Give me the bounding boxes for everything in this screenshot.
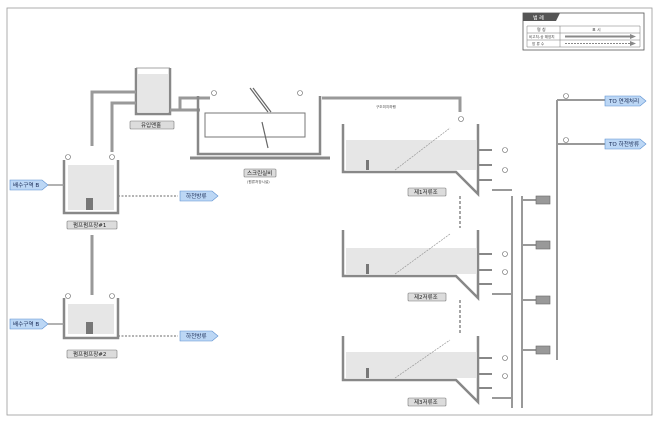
discharge-1-label: 하천방류 <box>186 192 207 200</box>
screen-chamber: 스크린실비 (원류저장시설) 구조미지하행 <box>190 87 396 184</box>
screen-chamber-sublabel: (원류저장시설) <box>247 179 270 184</box>
sed-tank-3-label: 제3저류조 <box>414 398 438 406</box>
sed-tank-1: 제1저류조 <box>341 124 492 198</box>
discharge-2-label: 하천방류 <box>186 332 207 340</box>
legend-header-symbol: 표 시 <box>592 27 601 32</box>
discharge-arrow-1: 하천방류 <box>118 190 219 202</box>
pumps <box>535 195 551 355</box>
sed-tank-2: 제2저류조 <box>341 230 492 302</box>
legend-row1-name: 비고처-상 해양치 <box>529 34 555 39</box>
legend-header-name: 명 칭 <box>537 26 546 32</box>
pump-manifold <box>492 99 605 408</box>
input-2-label: 배수구역 B <box>13 320 39 328</box>
to-process-label: TO 연계처리 <box>608 97 639 105</box>
legend-row2-name: 방 류 수 <box>532 41 545 46</box>
pump-station-1: 펌프펌프장#1 <box>62 160 120 230</box>
main-pipes <box>90 90 462 295</box>
input-1-label: 배수구역 B <box>13 181 39 189</box>
sed-tank-1-label: 제1저류조 <box>414 188 438 196</box>
sed-tank-3: 제3저류조 <box>341 336 492 407</box>
to-river-label: TO 하천방류 <box>608 140 639 148</box>
output-to-process: TO 연계처리 <box>604 95 647 107</box>
inflow-tank: 유입맨홀 <box>129 67 175 130</box>
page-frame <box>6 7 653 416</box>
pump-station-2-label: 펌프펌프장#2 <box>73 351 106 358</box>
valves <box>65 90 569 379</box>
input-arrow-1: 배수구역 B <box>9 179 64 191</box>
sed-tank-2-label: 제2저류조 <box>414 293 438 301</box>
pipe-note: 구조미지하행 <box>376 104 396 109</box>
output-to-river: TO 하천방류 <box>604 138 647 150</box>
discharge-arrow-2: 하천방류 <box>118 330 219 342</box>
screen-chamber-label: 스크린실비 <box>247 169 272 177</box>
legend-title: 범 례 <box>533 15 544 22</box>
legend: 범 례 명 칭 표 시 비고처-상 해양치 방 류 수 <box>522 12 645 51</box>
pump-station-2: 펌프펌프장#2 <box>62 298 120 359</box>
pump-station-1-label: 펌프펌프장#1 <box>73 222 106 229</box>
inflow-tank-label: 유입맨홀 <box>141 121 161 129</box>
input-arrow-2: 배수구역 B <box>9 318 64 330</box>
